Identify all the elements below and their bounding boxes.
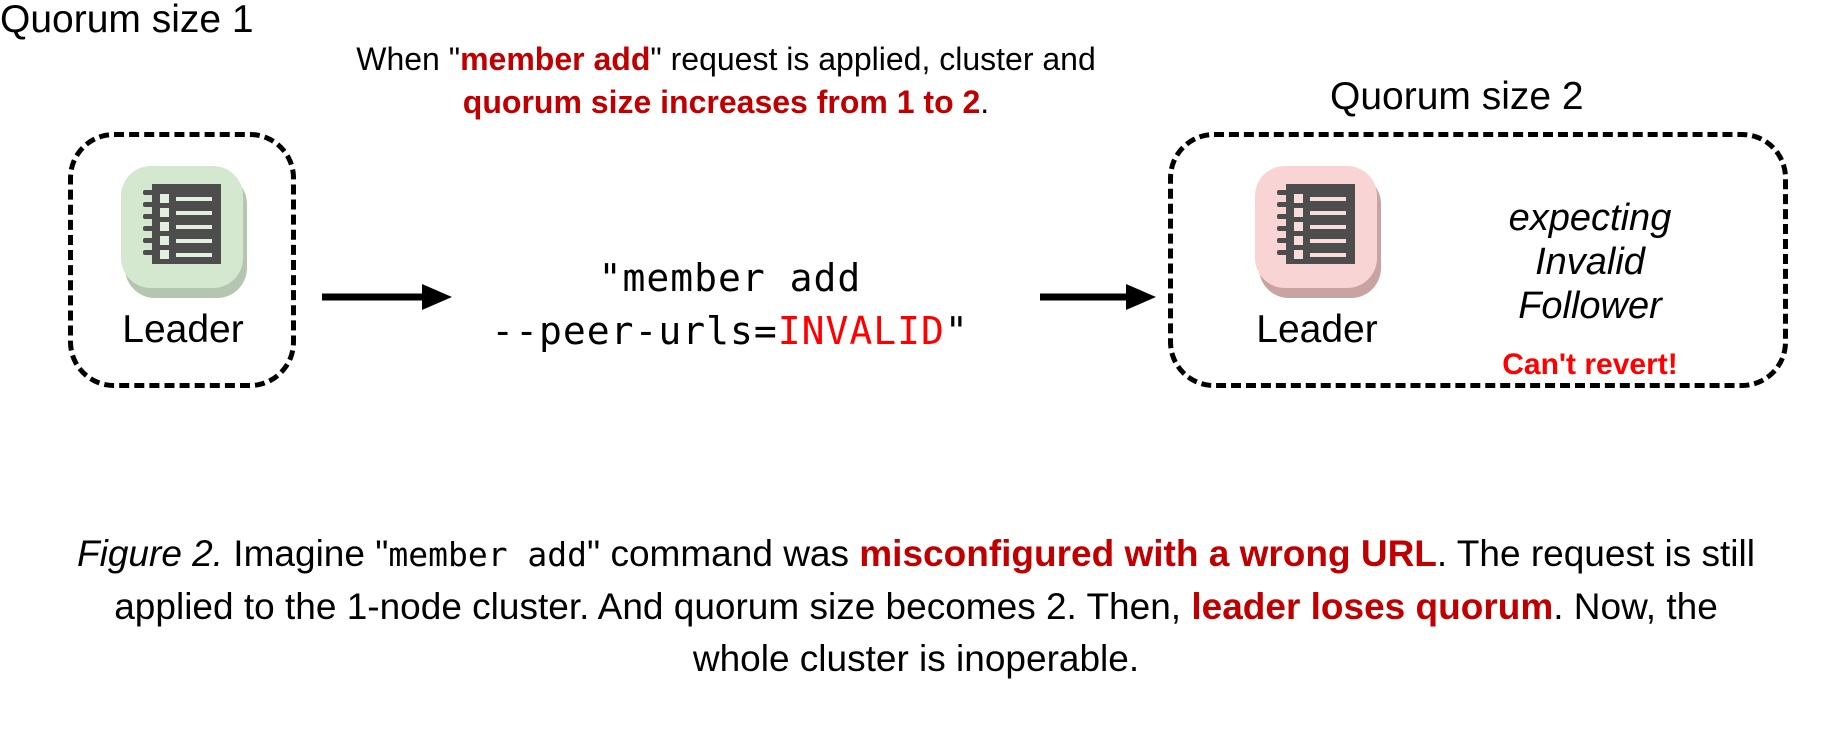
- left-node-icon-wrap: [119, 160, 247, 298]
- right-note-line-3: Follower: [1518, 285, 1662, 328]
- right-cluster-note: expecting Invalid Follower Can't revert!: [1440, 196, 1740, 380]
- top-note-highlight-member-add: member add: [460, 41, 651, 77]
- caption-figure-number: Figure 2.: [77, 533, 224, 574]
- caption-text-2: " command was: [587, 533, 860, 574]
- top-note-part-3: .: [980, 83, 990, 120]
- arrow-right-icon: [322, 284, 452, 310]
- right-node-label: Leader: [1256, 308, 1378, 351]
- command-line-2-prefix: --peer-urls=: [491, 309, 778, 354]
- command-invalid-value: INVALID: [777, 309, 945, 354]
- notebook-icon: [143, 184, 221, 264]
- top-note-part-2: " request is applied, cluster and: [650, 41, 1096, 77]
- command-line-2-suffix: ": [944, 309, 969, 354]
- right-note-line-1: expecting: [1508, 197, 1672, 239]
- command-text: "member add --peer-urls=INVALID": [400, 252, 1060, 358]
- command-line-1: "member add: [598, 256, 862, 300]
- cant-revert-alert: Can't revert!: [1502, 348, 1678, 382]
- right-leader-node: Leader: [1222, 160, 1412, 349]
- left-node-label: Leader: [122, 308, 244, 351]
- top-explanation-note: When "member add" request is applied, cl…: [336, 38, 1116, 123]
- top-note-part-1: When ": [356, 41, 461, 77]
- left-cluster-title: Quorum size 1: [0, 0, 254, 41]
- caption-mono-command: member add: [388, 535, 588, 574]
- left-cluster-box: [68, 132, 296, 388]
- caption-highlight-misconfigured: misconfigured with a wrong URL: [859, 533, 1437, 574]
- top-note-highlight-quorum: quorum size increases from 1 to 2: [462, 83, 981, 120]
- left-leader-node: Leader: [88, 160, 278, 349]
- figure-caption: Figure 2. Imagine "member add" command w…: [66, 528, 1766, 686]
- arrow-right-icon: [1040, 284, 1156, 310]
- right-cluster-box: [1168, 132, 1788, 388]
- right-note-line-2: Invalid: [1535, 241, 1645, 284]
- caption-text-4: . Now, the whole cluster is inoperable.: [692, 585, 1718, 680]
- caption-text-1: Imagine ": [223, 533, 389, 574]
- right-cluster-title: Quorum size 2: [1330, 75, 1584, 118]
- caption-text-3: . The request is still applied to the 1-…: [114, 533, 1755, 627]
- right-node-icon-wrap: [1253, 160, 1381, 298]
- caption-highlight-loses-quorum: leader loses quorum: [1191, 585, 1554, 627]
- notebook-icon: [1277, 184, 1355, 264]
- command-line-2: --peer-urls=INVALID": [400, 305, 1060, 358]
